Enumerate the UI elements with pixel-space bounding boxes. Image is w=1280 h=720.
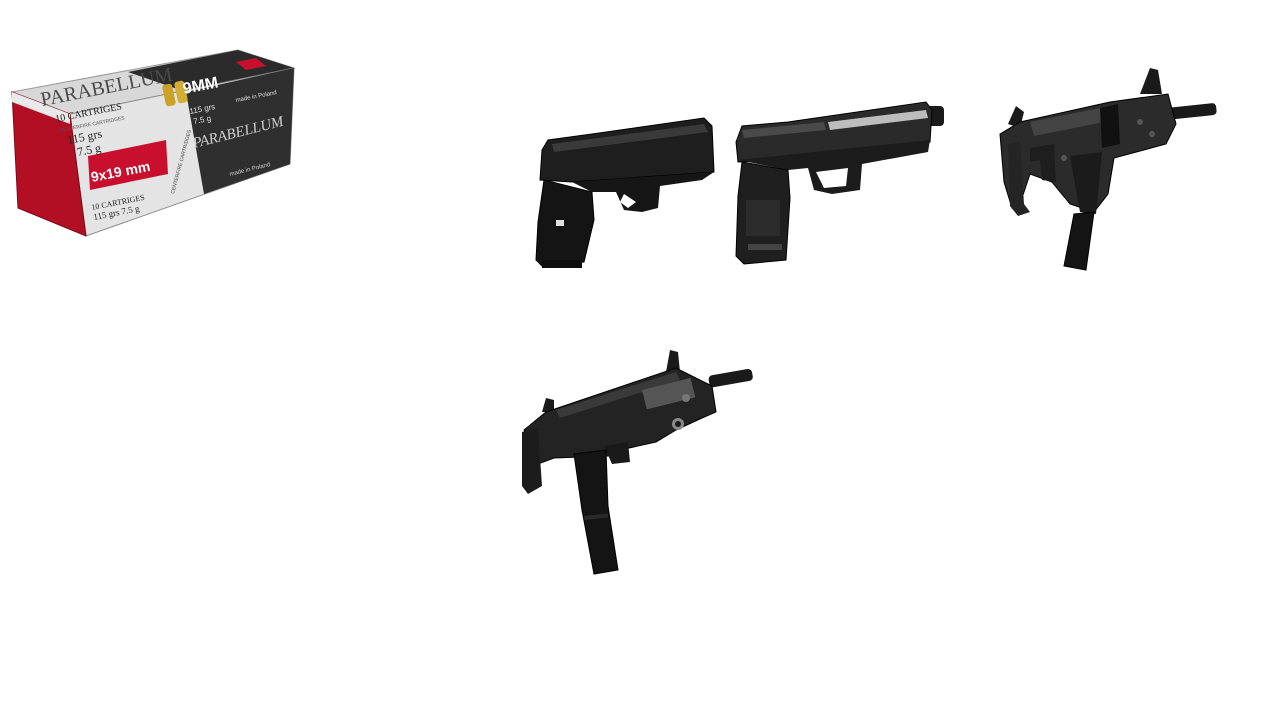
ammo-caliber-big: 9MM [182,74,220,97]
ammo-box-icon: PARABELLUM 9MM 10 CARTRIGES CENTERFIRE C… [10,49,296,237]
vector-smg[interactable] [990,64,1220,276]
smg-icon [999,68,1217,271]
compact-pistol[interactable] [532,112,722,272]
ammo-grams-right: 7.5 g [193,114,212,126]
pistol-icon [535,117,715,268]
pistol-icon [735,101,944,265]
suppressed-pistol[interactable] [728,96,950,268]
ammo-grams-top: 7.5 g [76,141,102,159]
mp7-smg[interactable] [516,346,756,578]
ammo-grains-top: 115 grs [66,126,104,147]
ammo-box-9mm[interactable]: PARABELLUM 9MM 10 CARTRIGES CENTERFIRE C… [8,44,300,244]
smg-icon [522,350,753,575]
